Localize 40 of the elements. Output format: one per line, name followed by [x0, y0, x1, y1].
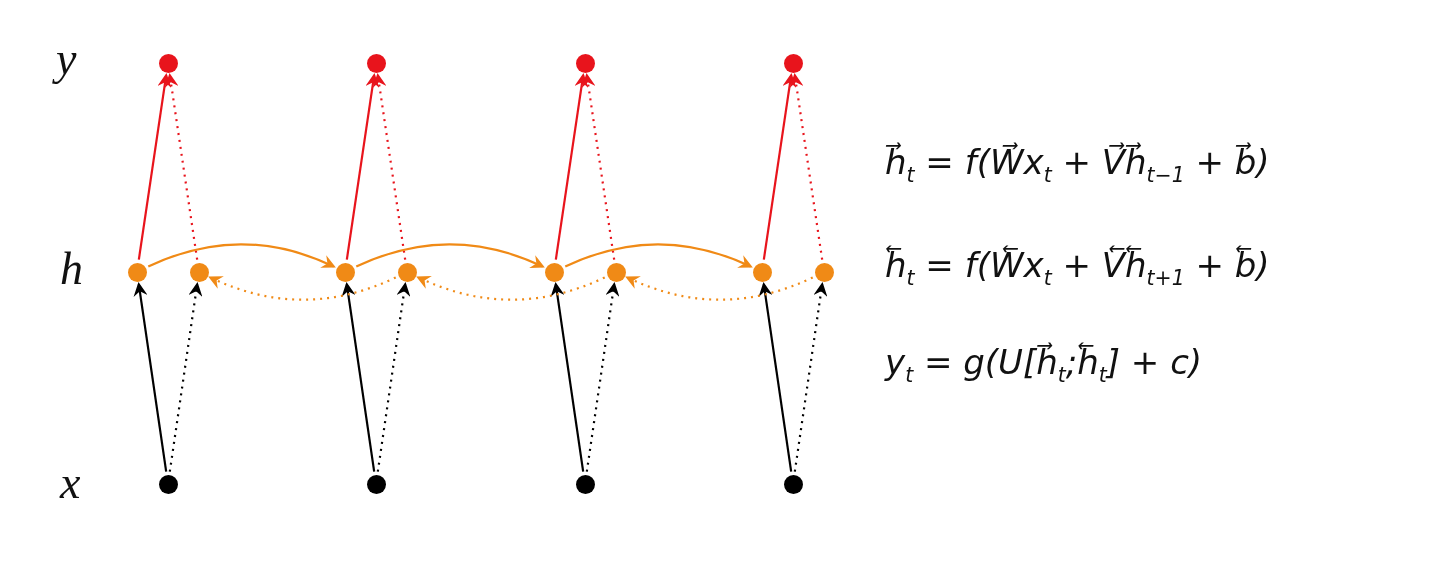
arrow	[147, 243, 336, 269]
circle-node	[127, 262, 147, 282]
circle-node	[335, 262, 355, 282]
arrow	[789, 73, 824, 260]
circle-node	[544, 262, 564, 282]
circle-node	[189, 262, 209, 282]
arrow	[581, 73, 616, 260]
row-label: x	[60, 460, 81, 506]
arrow	[416, 275, 606, 301]
circle-node	[158, 53, 178, 73]
arrow	[793, 282, 828, 472]
arrow	[376, 282, 411, 472]
circle-node	[606, 262, 626, 282]
arrow	[564, 243, 753, 269]
circle-node	[158, 474, 178, 494]
circle-node	[783, 474, 803, 494]
arrow	[168, 282, 203, 472]
circle-node	[752, 262, 772, 282]
circle-node	[397, 262, 417, 282]
circle-node	[366, 474, 386, 494]
arrow	[355, 243, 545, 269]
arrow	[758, 282, 793, 472]
arrow	[341, 282, 376, 472]
circle-node	[366, 53, 386, 73]
arrow	[550, 282, 585, 472]
arrow	[585, 282, 620, 472]
arrow	[164, 73, 199, 260]
arrow	[137, 73, 172, 260]
circle-node	[575, 53, 595, 73]
arrow	[208, 275, 397, 301]
arrow	[554, 73, 589, 260]
arrow	[762, 73, 797, 260]
circle-node	[575, 474, 595, 494]
arrow	[372, 73, 407, 260]
circle-node	[783, 53, 803, 73]
circle-node	[814, 262, 834, 282]
arrow	[625, 275, 814, 301]
row-label: h	[60, 246, 83, 292]
arrow	[345, 73, 380, 260]
arrow	[133, 282, 168, 472]
